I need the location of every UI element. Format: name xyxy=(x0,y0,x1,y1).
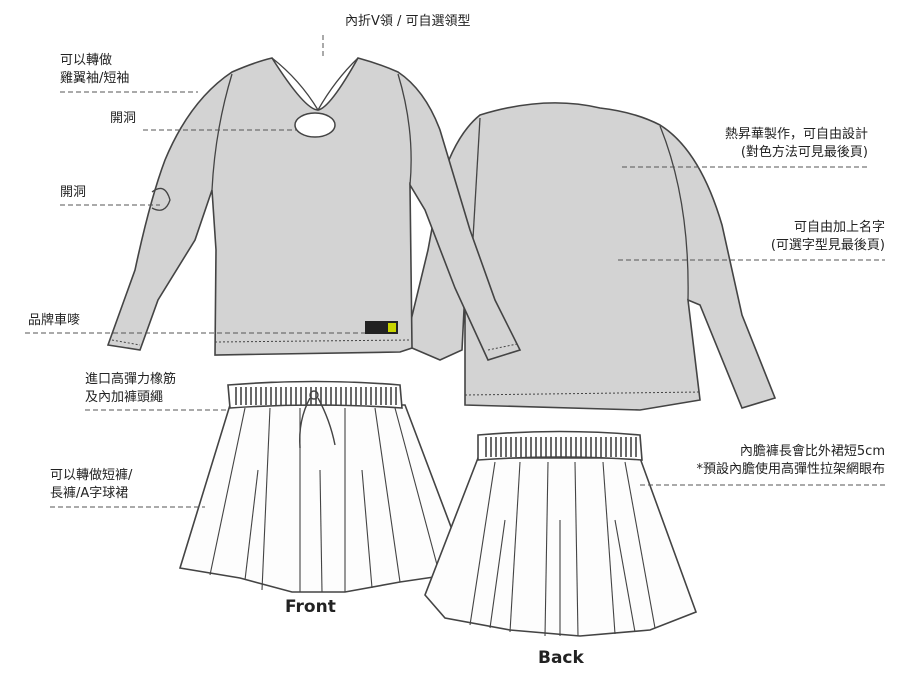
front-shirt-armhole-left xyxy=(211,73,233,191)
right-cuff-stitch xyxy=(487,343,518,351)
brand-logo-accent xyxy=(388,323,396,332)
drawstring xyxy=(299,390,336,449)
front-waistband-ribs xyxy=(235,387,397,405)
front-shirt-chest-hole xyxy=(294,112,336,138)
back-skirt-waistband xyxy=(477,430,643,461)
front-shirt-side-hole xyxy=(151,187,171,211)
front-skirt xyxy=(178,380,470,593)
front-shirt-armhole-right xyxy=(397,73,412,186)
label-name-print: 可自由加上名字 (可選字型見最後頁) xyxy=(770,220,885,253)
back-shirt-hem-stitch xyxy=(464,391,701,396)
label-inner-shorts: 內膽褲長會比外裙短5cm *預設內膽使用高彈性拉架網眼布 xyxy=(696,444,885,477)
label-collar: 內折V領 / 可自選領型 xyxy=(345,14,471,29)
front-shirt-body xyxy=(106,57,522,361)
leader-lines xyxy=(25,35,885,508)
label-skirt-convert: 可以轉做短褲/ 長褲/A字球裙 xyxy=(50,468,133,501)
back-skirt xyxy=(424,430,698,637)
left-cuff-stitch xyxy=(111,339,141,346)
back-waistband-ribs xyxy=(485,437,637,457)
caption-back: Back xyxy=(538,648,584,668)
front-shirt xyxy=(106,57,522,361)
front-skirt-body xyxy=(178,404,470,593)
front-shirt-hem-stitch xyxy=(214,339,411,343)
label-chest-hole: 開洞 xyxy=(110,111,137,126)
front-shirt-neck-inner xyxy=(271,57,359,112)
label-sleeve: 可以轉做 雞翼袖/短袖 xyxy=(60,53,130,86)
back-skirt-pleats xyxy=(469,461,656,637)
label-side-hole: 開洞 xyxy=(60,185,87,200)
label-waistband: 進口高彈力橡筋 及內加褲頭繩 xyxy=(85,372,177,405)
label-sublimation: 熱昇華製作，可自由設計 (對色方法可見最後頁) xyxy=(724,127,868,160)
front-skirt-pleats xyxy=(209,407,441,593)
label-brand-logo: 品牌車嘜 xyxy=(28,313,81,328)
back-shirt-armhole-right xyxy=(659,125,689,301)
caption-front: Front xyxy=(285,597,336,617)
